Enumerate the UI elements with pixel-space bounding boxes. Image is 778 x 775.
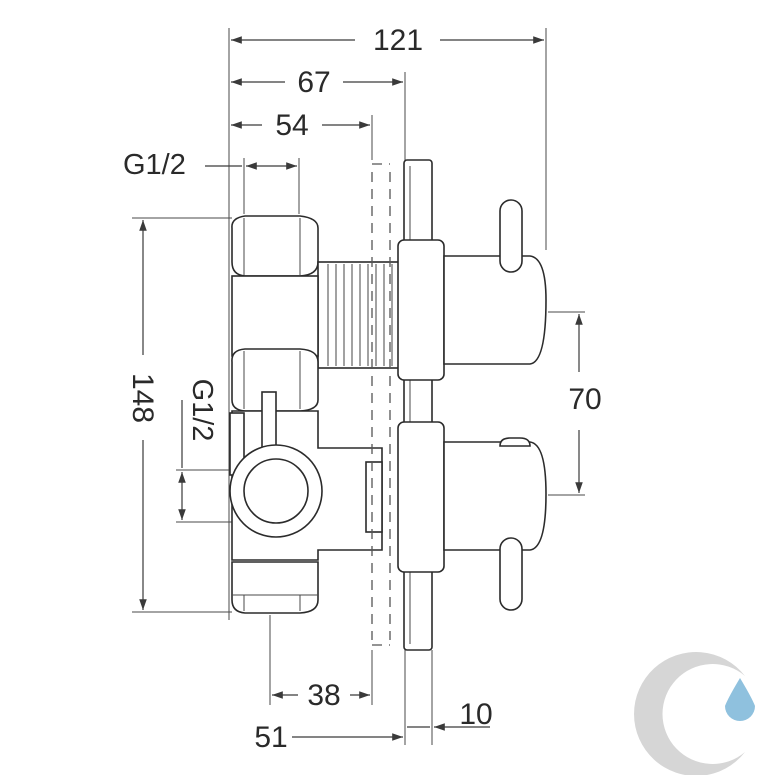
lower-handle <box>397 421 547 611</box>
dimension-70: 70 <box>548 311 602 496</box>
dim-51-label: 51 <box>254 721 287 754</box>
dimension-38: 38 <box>269 615 373 712</box>
brand-logo <box>634 652 755 775</box>
dimension-121: 121 <box>228 24 547 620</box>
valve-body <box>229 215 403 614</box>
dim-67-label: 67 <box>297 66 330 99</box>
dim-70-label: 70 <box>568 383 601 416</box>
water-drop-icon <box>725 678 755 721</box>
dim-121-label: 121 <box>373 24 423 57</box>
dimension-148: 148 <box>126 217 232 613</box>
dimension-51: 51 <box>254 721 403 754</box>
dimension-54: 54 <box>231 109 373 160</box>
upper-handle <box>397 199 547 381</box>
thread-side-dimension: G1/2 <box>176 379 240 523</box>
thread-side-label: G1/2 <box>186 379 218 442</box>
dim-54-label: 54 <box>275 109 308 142</box>
logo-ring <box>634 652 745 775</box>
thread-top-label: G1/2 <box>123 149 186 181</box>
wall-plate <box>371 159 433 651</box>
dim-148-label: 148 <box>126 373 159 423</box>
thread-top-dimension: G1/2 <box>123 149 300 214</box>
dim-38-label: 38 <box>307 679 340 712</box>
dim-10-label: 10 <box>459 698 492 731</box>
dimension-10: 10 <box>407 650 493 745</box>
